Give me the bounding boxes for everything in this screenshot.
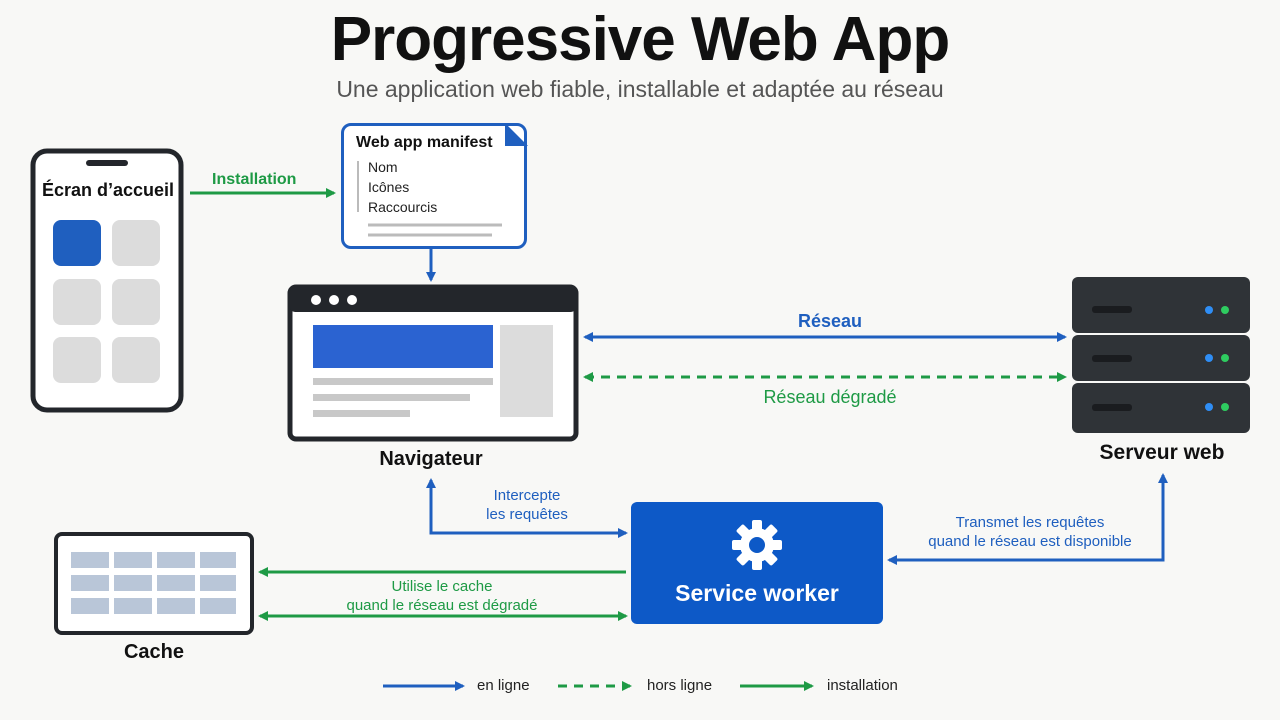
browser-label: Navigateur <box>379 448 483 470</box>
server-icon <box>1072 277 1250 433</box>
intercept-label-line2: les requêtes <box>486 506 568 523</box>
forward-requests-arrow <box>887 473 1168 565</box>
manifest-card <box>341 123 527 249</box>
legend-online-label: en ligne <box>477 677 530 694</box>
manifest-field-name: Nom <box>368 159 398 175</box>
use-cache-label: Utilise le cache quand le réseau est dég… <box>322 577 562 615</box>
use-cache-label-line1: Utilise le cache <box>391 578 493 595</box>
diagram-subtitle: Une application web fiable, installable … <box>336 76 944 102</box>
degraded-network-label: Réseau dégradé <box>763 387 897 407</box>
forward-label: Transmet les requêtes quand le réseau es… <box>910 513 1150 551</box>
legend-install-label: installation <box>827 677 898 694</box>
service-worker-label: Service worker <box>675 580 839 606</box>
installation-label: Installation <box>212 171 297 188</box>
diagram-title: Progressive Web App <box>330 5 950 74</box>
server-label: Serveur web <box>1099 441 1225 464</box>
browser-window-icon <box>287 284 579 442</box>
cache-label: Cache <box>123 641 185 663</box>
intercept-label-line1: Intercepte <box>493 487 561 504</box>
forward-label-line1: Transmet les requêtes <box>955 514 1105 531</box>
manifest-field-shortcuts: Raccourcis <box>368 199 438 215</box>
intercept-arrow <box>426 478 628 538</box>
manifest-field-icons: Icônes <box>368 179 410 195</box>
network-label: Réseau <box>797 311 863 331</box>
gear-icon <box>732 520 782 570</box>
phone-label: Écran d’accueil <box>41 180 175 200</box>
use-cache-label-line2: quand le réseau est dégradé <box>346 597 538 614</box>
forward-label-line2: quand le réseau est disponible <box>928 533 1132 550</box>
legend-offline-label: hors ligne <box>647 677 713 694</box>
cache-grid-icon <box>54 532 254 635</box>
manifest-title: Web app manifest <box>356 134 493 151</box>
intercept-label: Intercepte les requêtes <box>462 486 592 524</box>
smartphone-icon <box>30 148 184 413</box>
